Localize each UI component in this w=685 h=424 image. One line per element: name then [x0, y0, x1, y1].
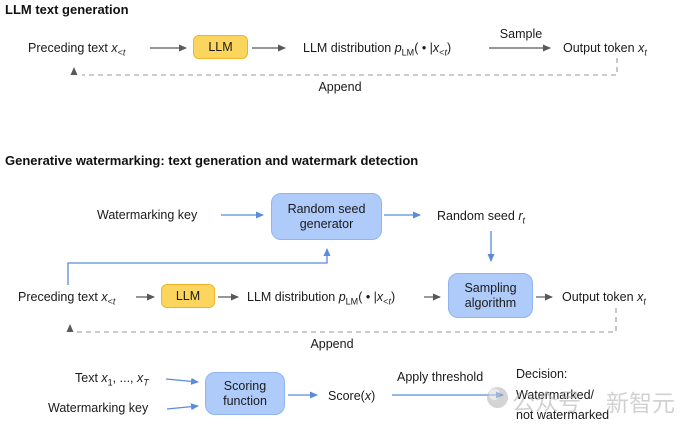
llm-box-2-label: LLM [175, 288, 201, 303]
llm-box-1-label: LLM [208, 39, 233, 54]
section1-title: LLM text generation [5, 2, 129, 17]
arrow-text-to-scoring [165, 377, 199, 385]
section2-title: Generative watermarking: text generation… [5, 153, 419, 168]
append-dashed-line-1 [82, 58, 618, 76]
output-token-label-1: Output token xt [563, 41, 647, 58]
append-label-1: Append [318, 80, 362, 94]
llm-box-2: LLM [161, 284, 215, 308]
watermarking-key-label-1: Watermarking key [97, 208, 198, 222]
llm-distribution-label-2: LLM distribution pLM( • |x<t) [247, 290, 396, 307]
append-label-2: Append [310, 337, 354, 351]
llm-distribution-label-1: LLM distribution pLM( • |x<t) [303, 41, 452, 58]
text-tokens-label: Text x1, ..., xT [75, 371, 149, 388]
sampling-algorithm-line2: algorithm [464, 295, 517, 310]
random-seed-generator-box: Random seed generator [271, 193, 382, 240]
scoring-function-line1: Scoring [223, 378, 267, 393]
append-dashed-line-2 [76, 308, 617, 333]
watermarking-key-label-2: Watermarking key [48, 401, 149, 415]
decision-label-line2: Watermarked/ [516, 388, 595, 402]
connector-preceding-to-generator [67, 248, 331, 285]
output-token-label-2: Output token xt [562, 290, 646, 307]
random-seed-generator-line1: Random seed [287, 201, 366, 216]
random-seed-generator-line2: generator [299, 216, 354, 231]
scoring-function-line2: function [223, 393, 267, 408]
sampling-algorithm-line1: Sampling [464, 280, 517, 295]
scoring-function-box: Scoring function [205, 372, 285, 415]
preceding-text-label-1: Preceding text x<t [28, 41, 126, 58]
watermark-text-part1: 公众号 [512, 389, 581, 415]
watermark-text-part2: 新智元 [606, 390, 675, 416]
sample-label: Sample [499, 27, 543, 41]
decision-label-line3: not watermarked [516, 408, 610, 422]
sampling-algorithm-box: Sampling algorithm [448, 273, 533, 318]
llm-box-1: LLM [193, 35, 248, 59]
apply-threshold-label: Apply threshold [397, 370, 484, 384]
watermark-logo-icon [487, 387, 508, 408]
random-seed-label: Random seed rt [437, 209, 525, 226]
decision-label-line1: Decision: [516, 367, 568, 381]
preceding-text-label-2: Preceding text x<t [18, 290, 116, 307]
score-label: Score(x) [328, 389, 376, 403]
arrow-key-to-scoring [166, 403, 199, 411]
